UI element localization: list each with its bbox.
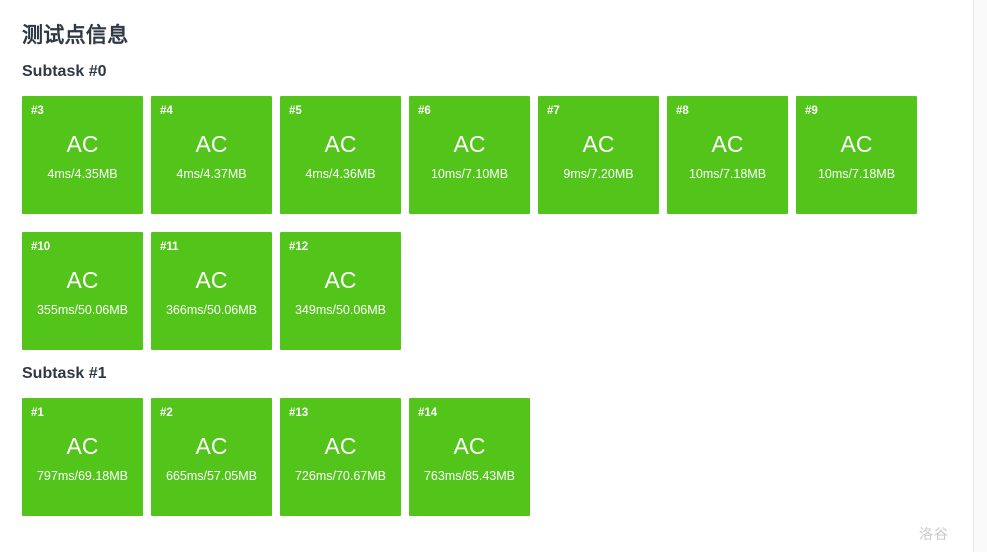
testpoint-card[interactable]: #11 AC 366ms/50.06MB [151, 232, 272, 350]
vertical-scrollbar[interactable] [973, 0, 987, 552]
testpoint-detail: 366ms/50.06MB [165, 303, 258, 317]
testpoint-row-subtask1-1: #1 AC 797ms/69.18MB #2 AC 665ms/57.05MB … [22, 398, 952, 516]
testpoint-status: AC [324, 131, 357, 157]
testpoint-detail: 10ms/7.18MB [817, 167, 896, 181]
testpoint-id: #2 [160, 407, 173, 419]
testpoint-status: AC [195, 267, 228, 293]
testpoint-detail: 355ms/50.06MB [36, 303, 129, 317]
testpoint-status: AC [453, 131, 486, 157]
testpoint-row-subtask0-2: #10 AC 355ms/50.06MB #11 AC 366ms/50.06M… [22, 232, 952, 350]
testpoint-card[interactable]: #4 AC 4ms/4.37MB [151, 96, 272, 214]
testpoint-card[interactable]: #2 AC 665ms/57.05MB [151, 398, 272, 516]
testpoint-detail: 665ms/57.05MB [165, 469, 258, 483]
testpoint-id: #13 [289, 407, 309, 419]
testpoint-card[interactable]: #3 AC 4ms/4.35MB [22, 96, 143, 214]
testpoint-card[interactable]: #8 AC 10ms/7.18MB [667, 96, 788, 214]
testpoint-detail: 4ms/4.36MB [305, 167, 376, 181]
testpoint-card[interactable]: #12 AC 349ms/50.06MB [280, 232, 401, 350]
subtask-heading-1: Subtask #1 [22, 365, 107, 382]
testpoint-detail: 726ms/70.67MB [294, 469, 387, 483]
testpoint-detail: 4ms/4.37MB [176, 167, 247, 181]
testpoint-card[interactable]: #14 AC 763ms/85.43MB [409, 398, 530, 516]
testpoint-status: AC [66, 267, 99, 293]
testpoint-detail: 797ms/69.18MB [36, 469, 129, 483]
testpoint-detail: 4ms/4.35MB [47, 167, 118, 181]
testpoint-status: AC [324, 267, 357, 293]
testpoint-card[interactable]: #13 AC 726ms/70.67MB [280, 398, 401, 516]
testpoint-status: AC [195, 131, 228, 157]
subtask-heading-0: Subtask #0 [22, 63, 107, 80]
testpoint-card[interactable]: #5 AC 4ms/4.36MB [280, 96, 401, 214]
testpoint-id: #5 [289, 105, 302, 117]
testpoint-status: AC [324, 433, 357, 459]
testpoint-detail: 349ms/50.06MB [294, 303, 387, 317]
testpoint-card[interactable]: #6 AC 10ms/7.10MB [409, 96, 530, 214]
testpoint-status: AC [66, 433, 99, 459]
testpoint-id: #3 [31, 105, 44, 117]
testpoint-id: #1 [31, 407, 44, 419]
testpoint-detail: 9ms/7.20MB [563, 167, 634, 181]
testpoint-detail: 10ms/7.10MB [430, 167, 509, 181]
testpoint-status: AC [453, 433, 486, 459]
testpoint-id: #4 [160, 105, 173, 117]
testpoint-id: #7 [547, 105, 560, 117]
testpoint-row-subtask0-1: #3 AC 4ms/4.35MB #4 AC 4ms/4.37MB #5 AC … [22, 96, 952, 214]
page-title: 测试点信息 [22, 24, 129, 47]
testpoint-id: #10 [31, 241, 51, 253]
testpoint-id: #6 [418, 105, 431, 117]
testpoint-detail: 763ms/85.43MB [423, 469, 516, 483]
testpoint-id: #14 [418, 407, 438, 419]
testpoint-card[interactable]: #9 AC 10ms/7.18MB [796, 96, 917, 214]
site-watermark: 洛谷 [919, 526, 949, 542]
testpoint-status: AC [195, 433, 228, 459]
testpoint-status: AC [66, 131, 99, 157]
testpoint-id: #12 [289, 241, 309, 253]
testpoint-card[interactable]: #1 AC 797ms/69.18MB [22, 398, 143, 516]
testpoint-card[interactable]: #7 AC 9ms/7.20MB [538, 96, 659, 214]
testpoint-status: AC [840, 131, 873, 157]
testpoint-id: #11 [160, 241, 179, 253]
testpoint-status: AC [582, 131, 615, 157]
testpoint-card[interactable]: #10 AC 355ms/50.06MB [22, 232, 143, 350]
testpoint-status: AC [711, 131, 744, 157]
testpoint-detail: 10ms/7.18MB [688, 167, 767, 181]
testpoint-id: #8 [676, 105, 689, 117]
testpoint-id: #9 [805, 105, 818, 117]
